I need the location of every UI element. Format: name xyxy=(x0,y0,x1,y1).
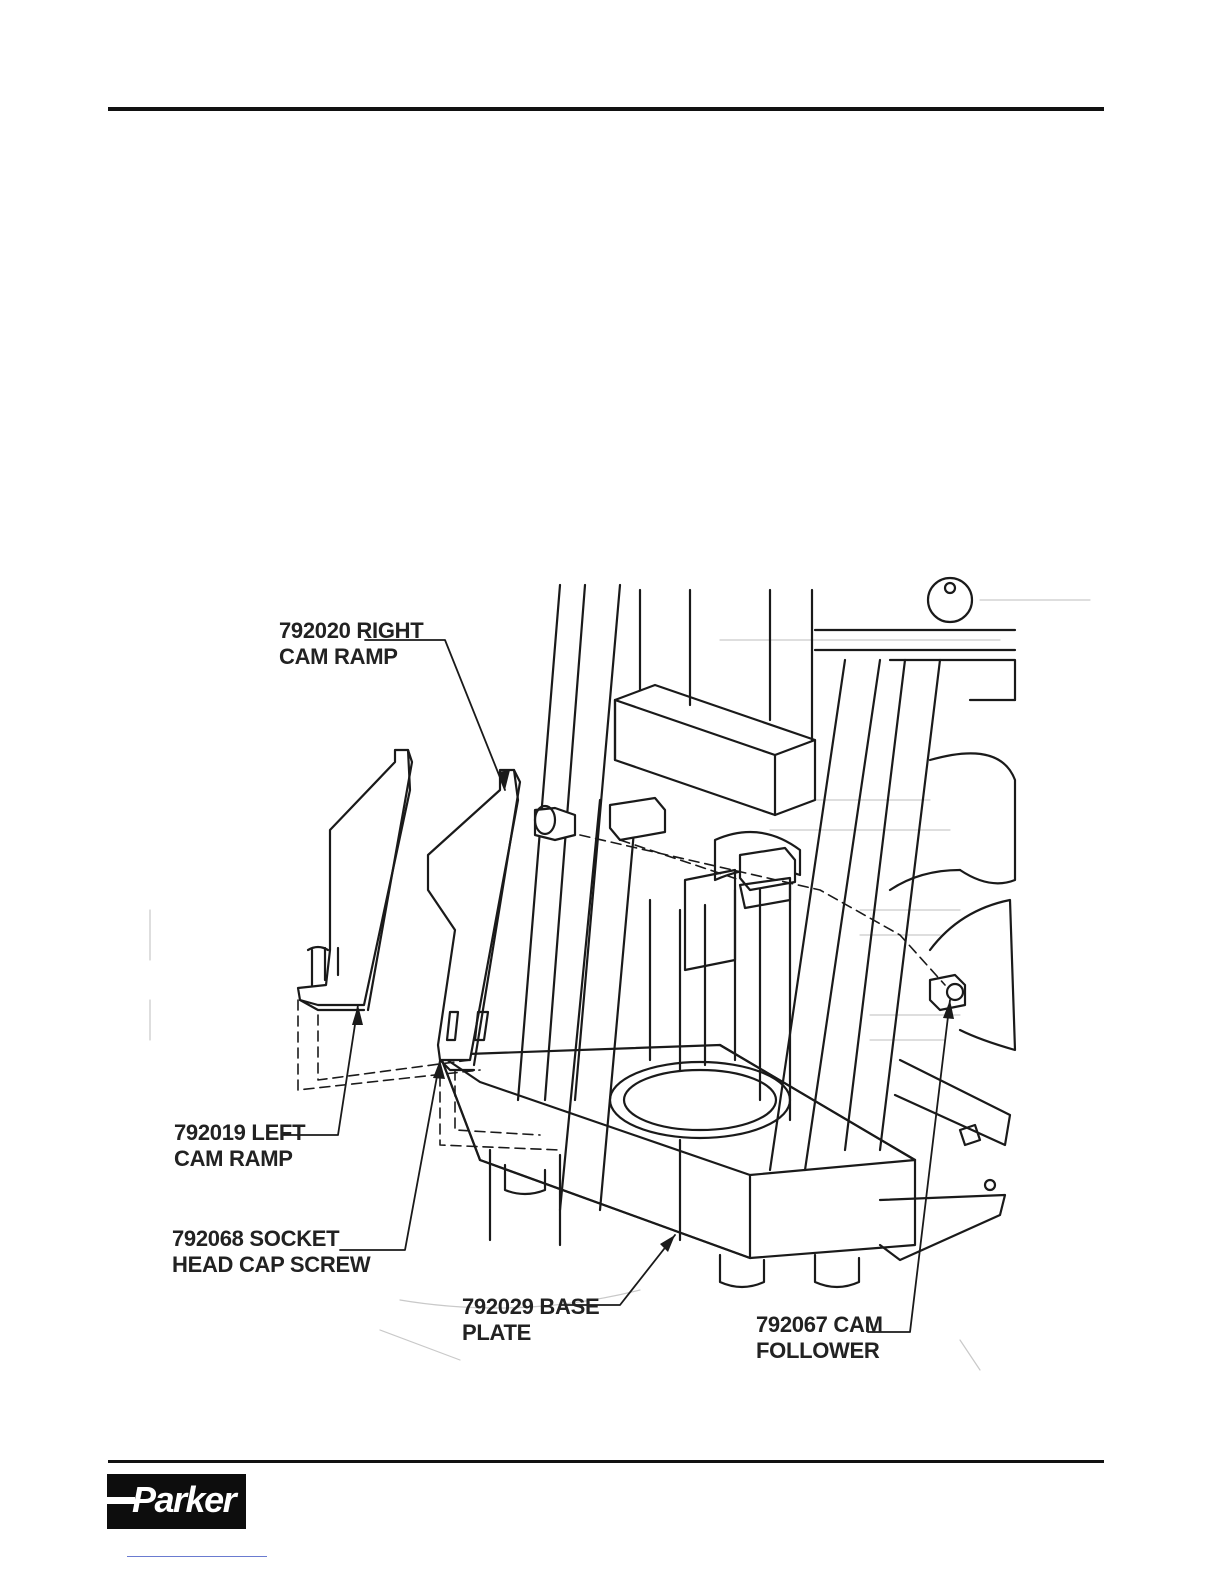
callout-right-cam-ramp: 792020 RIGHT CAM RAMP xyxy=(279,618,423,670)
logo-dash xyxy=(107,1497,135,1504)
callout-cam-follower-line1: 792067 CAM xyxy=(756,1312,883,1338)
base-plate-shape xyxy=(440,1045,915,1258)
callout-left-cam-ramp-line2: CAM RAMP xyxy=(174,1146,305,1172)
cam-follower-part xyxy=(930,900,1015,1050)
callout-base-plate: 792029 BASE PLATE xyxy=(462,1294,599,1346)
callout-socket-head-cap-screw: 792068 SOCKET HEAD CAP SCREW xyxy=(172,1226,370,1278)
callout-cam-follower: 792067 CAM FOLLOWER xyxy=(756,1312,883,1364)
hex-nuts xyxy=(610,798,795,908)
callout-right-cam-ramp-line1: 792020 RIGHT xyxy=(279,618,423,644)
callout-base-plate-line1: 792029 BASE xyxy=(462,1294,599,1320)
upper-housing xyxy=(815,578,1015,890)
callout-cam-follower-line2: FOLLOWER xyxy=(756,1338,883,1364)
left-cam-ramp-shape xyxy=(298,750,412,1010)
socket-head-screw-top xyxy=(535,806,575,840)
callout-left-cam-ramp-line1: 792019 LEFT xyxy=(174,1120,305,1146)
callout-socket-screw-line2: HEAD CAP SCREW xyxy=(172,1252,370,1278)
right-cam-ramp-shape xyxy=(428,770,520,1070)
logo-wordmark: Parker xyxy=(132,1479,235,1521)
parker-logo: Parker xyxy=(107,1474,246,1529)
footer-link-underline[interactable] xyxy=(127,1556,267,1557)
callout-left-cam-ramp: 792019 LEFT CAM RAMP xyxy=(174,1120,305,1172)
callout-socket-screw-line1: 792068 SOCKET xyxy=(172,1226,370,1252)
callout-base-plate-line2: PLATE xyxy=(462,1320,599,1346)
footer-rule xyxy=(108,1460,1104,1463)
cylinder-block xyxy=(615,590,815,815)
callout-right-cam-ramp-line2: CAM RAMP xyxy=(279,644,423,670)
